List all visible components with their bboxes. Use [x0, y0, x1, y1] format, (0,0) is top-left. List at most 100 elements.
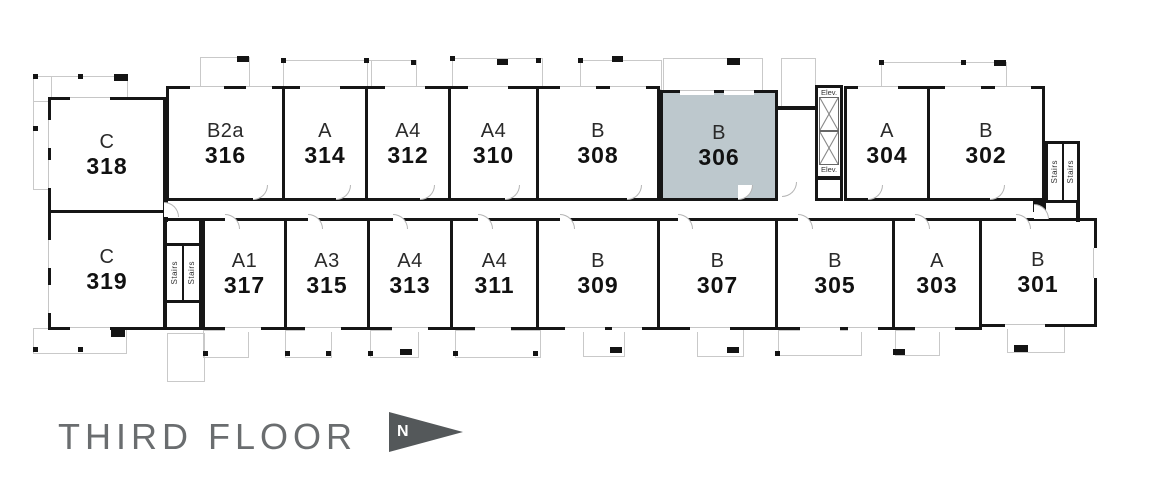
stairwell-west: Stairs Stairs [164, 218, 202, 330]
balcony-post [411, 60, 416, 65]
unit-number-label: 314 [304, 141, 346, 168]
unit-type-label: A3 [314, 250, 340, 272]
window [610, 86, 646, 91]
window [565, 327, 605, 332]
wall-threshold [237, 56, 249, 62]
unit-number-label: 309 [577, 272, 619, 298]
window [945, 86, 981, 91]
window [724, 90, 754, 95]
balcony-post [33, 74, 38, 79]
wall-threshold [111, 330, 125, 337]
wall-threshold [994, 60, 1006, 66]
unit-type-label: B [828, 250, 842, 272]
window [305, 327, 341, 332]
stair-flight: Stairs [1061, 144, 1078, 200]
window [848, 327, 878, 332]
unit-type-label: A4 [481, 250, 508, 272]
stair-base [167, 300, 199, 327]
balcony-post [33, 126, 38, 131]
unit-type-label: C [99, 246, 115, 268]
unit-number-label: 301 [1017, 270, 1059, 297]
window [995, 86, 1031, 91]
balcony-post [879, 60, 884, 65]
unit-number-label: 318 [86, 153, 128, 179]
wall-threshold [497, 59, 508, 65]
unit-type-label: B [591, 250, 605, 272]
balcony-outline [455, 330, 541, 358]
stair-flight: Stairs [1048, 144, 1062, 200]
wall-threshold [1014, 345, 1028, 352]
balcony-post [78, 74, 83, 79]
balcony-post [453, 351, 458, 356]
balcony-outline [781, 58, 816, 110]
window [48, 120, 53, 148]
window [680, 90, 714, 95]
door-arc-icon [1034, 204, 1049, 219]
unit-number-label: 311 [474, 272, 515, 298]
balcony-post [533, 351, 538, 356]
window [246, 86, 272, 91]
balcony-post [775, 351, 780, 356]
unit-type-label: B [1031, 248, 1045, 271]
balcony-post [203, 351, 208, 356]
unit-type-label: B [591, 119, 605, 142]
window [475, 327, 511, 332]
unit-number-label: 307 [696, 272, 739, 298]
window [300, 86, 340, 91]
stairwell-east: Stairs Stairs [1045, 141, 1080, 203]
wall-threshold [114, 74, 128, 81]
unit-number-label: 308 [577, 141, 619, 168]
stair-vestibule [167, 221, 199, 246]
north-arrow-icon: N [389, 412, 465, 452]
door-arc-icon [478, 214, 493, 229]
door-arc-icon [225, 214, 240, 229]
window [190, 86, 224, 91]
unit-number-label: 319 [86, 268, 128, 294]
door-arc-icon [678, 214, 693, 229]
balcony-outline [285, 330, 332, 358]
window [560, 86, 596, 91]
window [1093, 248, 1098, 278]
unit-type-label: A4 [480, 119, 507, 142]
elevator-wall [817, 176, 841, 180]
unit-number-label: 313 [389, 272, 431, 298]
balcony-post [961, 60, 966, 65]
window [48, 240, 53, 268]
wall-threshold [727, 347, 739, 353]
unit-type-label: C [99, 131, 115, 153]
window [48, 285, 53, 313]
unit-number-label: 317 [223, 272, 266, 298]
window [468, 86, 508, 91]
stair-flight: Stairs [182, 246, 199, 300]
unit-type-label: B2a [206, 119, 245, 142]
unit-type-label: A [880, 119, 894, 142]
balcony-post [285, 351, 290, 356]
window [1005, 324, 1045, 329]
balcony-post [578, 58, 583, 63]
balcony-outline [778, 330, 862, 356]
unit-number-label: 303 [916, 272, 958, 298]
door-arc-icon [1016, 214, 1031, 229]
unit-number-label: 306 [698, 143, 740, 170]
balcony-outline [167, 333, 205, 382]
wall-threshold [893, 349, 905, 355]
